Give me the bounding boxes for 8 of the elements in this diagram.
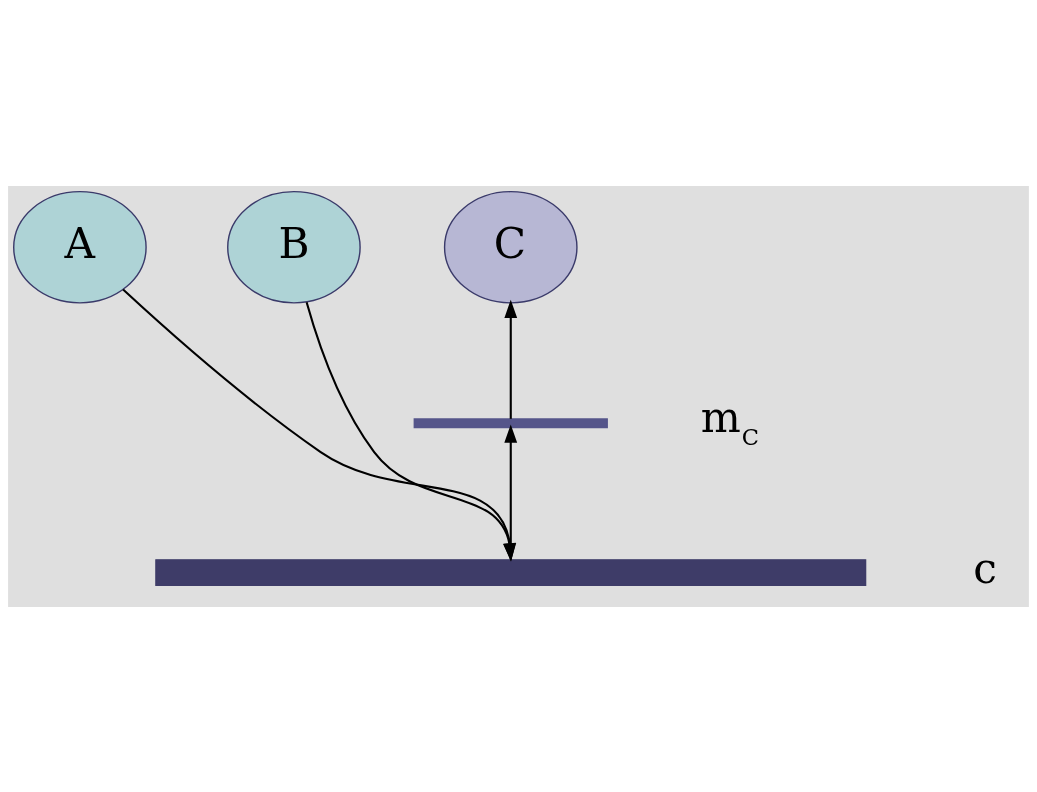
- node-bar: [155, 558, 867, 586]
- arrow: [504, 299, 518, 419]
- node-label: c: [973, 543, 997, 593]
- node-wave: [413, 417, 608, 428]
- node-label: m$_{C}$: [700, 392, 759, 450]
- node-ellipse: A: [13, 190, 147, 304]
- node-ellipse: C: [443, 190, 578, 304]
- node-ellipse: B: [227, 190, 361, 304]
